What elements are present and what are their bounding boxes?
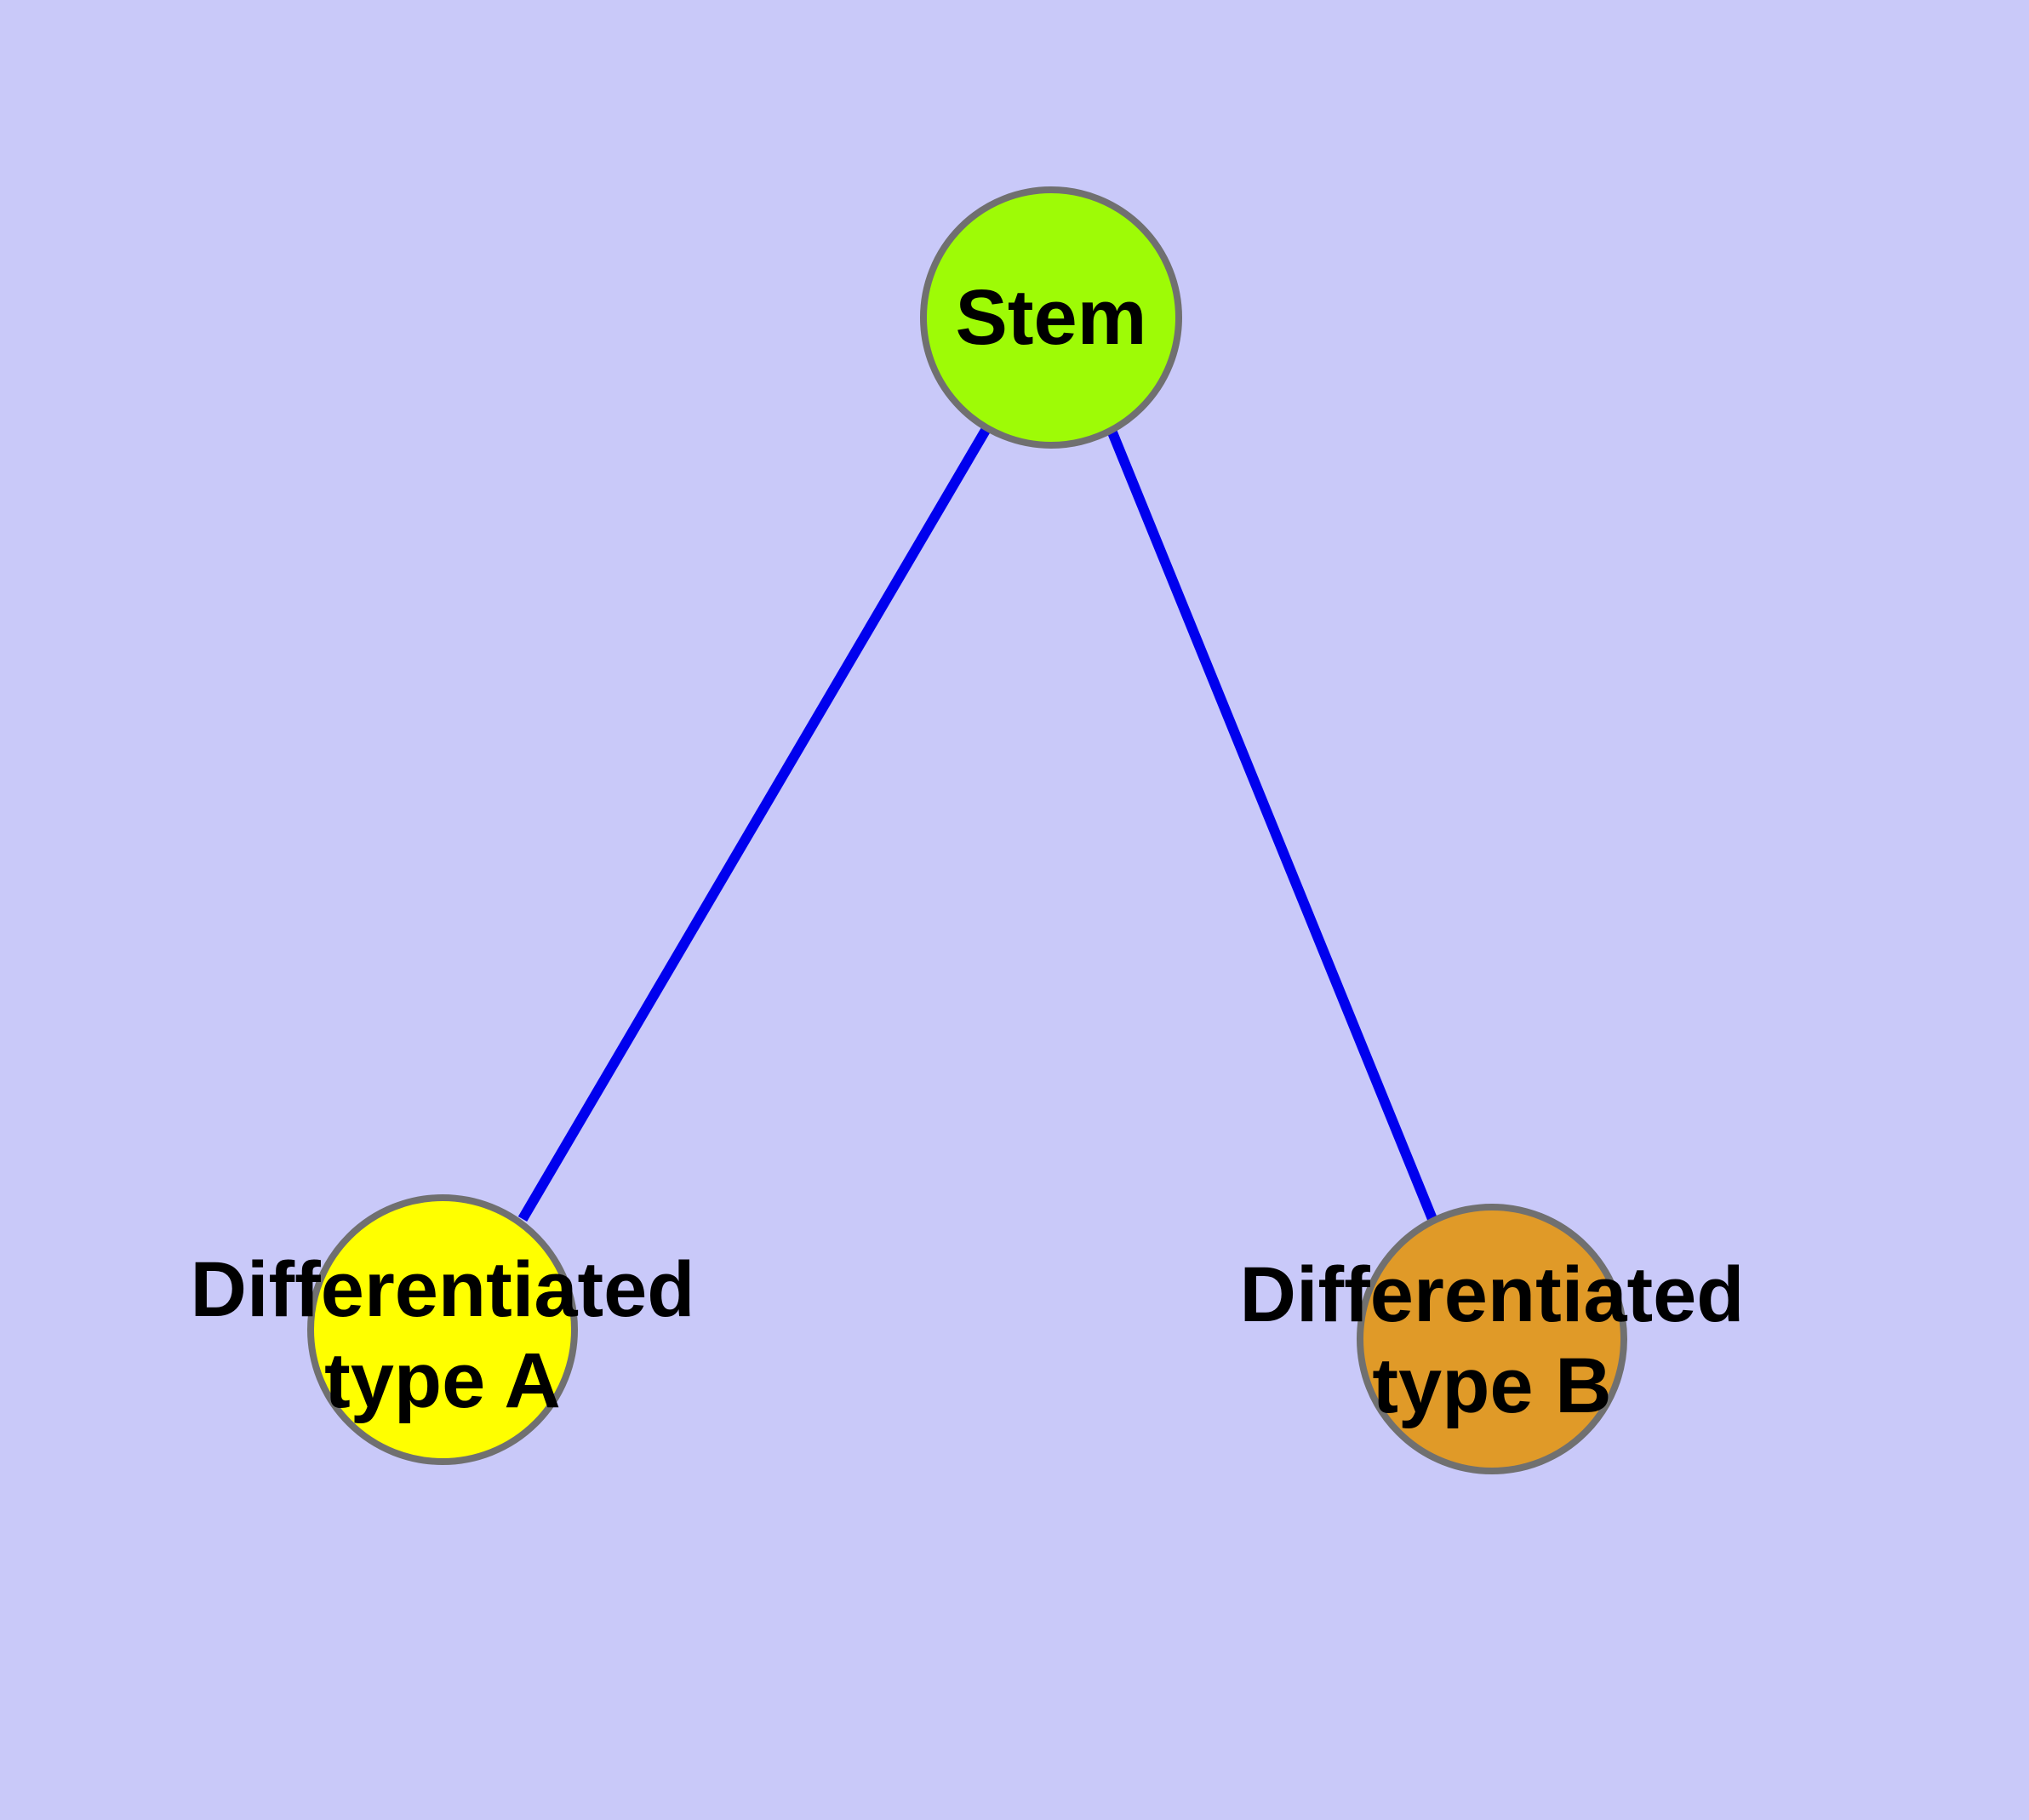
node-stem[interactable] <box>920 186 1182 449</box>
node-label-differentiated-type-a-line1: Differentiated <box>191 1246 695 1333</box>
node-label-differentiated-type-a-line2: type A <box>324 1337 561 1424</box>
node-differentiated-type-b[interactable] <box>1357 1204 1627 1474</box>
edge-stem-to-differentiated-type-b[interactable] <box>1107 430 1437 1222</box>
nodes-layer <box>307 186 1627 1474</box>
edges-layer <box>517 424 1437 1222</box>
labels-layer: Stem Differentiated type A Differentiate… <box>191 274 1745 1429</box>
node-label-differentiated-type-b-line1: Differentiated <box>1240 1251 1745 1338</box>
edge-stem-to-differentiated-type-a[interactable] <box>517 424 992 1222</box>
node-differentiated-type-a[interactable] <box>307 1194 578 1465</box>
node-label-differentiated-type-b-line2: type B <box>1372 1342 1611 1429</box>
node-label-stem: Stem <box>956 274 1147 361</box>
